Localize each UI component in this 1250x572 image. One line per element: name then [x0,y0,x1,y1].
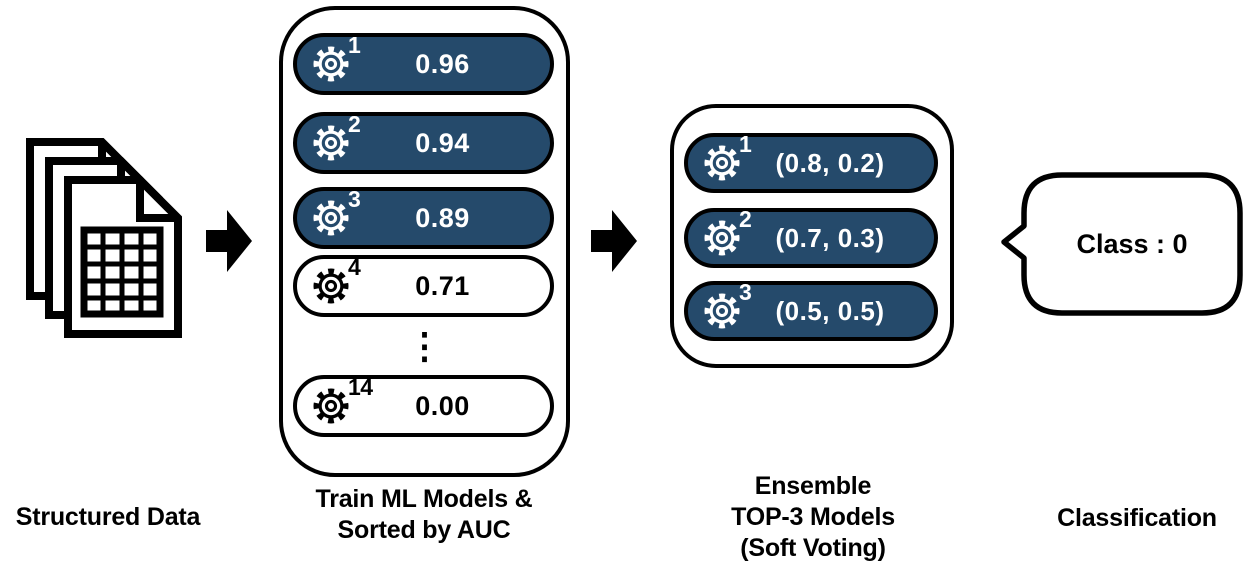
auc-value: 0.94 [415,127,470,158]
model-pill-rank3: 3 0.89 [293,187,554,249]
model-rank: 2 [739,206,752,232]
caption-line: (Soft Voting) [740,534,886,562]
model-pill-rank4: 4 0.71 [293,255,554,317]
ensemble-pill-rank2: 2 (0.7, 0.3) [684,208,938,268]
model-rank: 14 [348,374,373,400]
gear-icon: 3 [311,188,361,238]
auc-value: 0.89 [415,202,470,233]
more-models-ellipsis: ⋮ [406,325,443,366]
probability-value: (0.5, 0.5) [775,295,885,326]
train-models-panel: 1 0.96 2 0.94 3 0.89 4 0.71 ⋮ [279,6,570,477]
model-rank: 2 [348,111,361,137]
caption-line: Train ML Models & [315,485,533,513]
auc-value: 0.71 [415,270,470,301]
gear-icon: 2 [311,113,361,163]
model-pill-rank1: 1 0.96 [293,33,554,95]
caption-ensemble: Ensemble TOP-3 Models (Soft Voting) [680,471,946,564]
gear-icon: 14 [311,376,373,426]
caption-line: Sorted by AUC [337,516,511,544]
auc-value: 0.96 [415,48,470,79]
model-pill-rank2: 2 0.94 [293,112,554,174]
model-pill-rank14: 14 0.00 [293,375,554,437]
gear-icon: 1 [311,34,361,84]
documents-stack-icon [26,138,182,338]
probability-value: (0.8, 0.2) [775,147,885,178]
flow-arrow-icon [591,210,637,272]
caption-classification: Classification [1057,504,1217,532]
caption-line: TOP-3 Models [731,503,895,531]
gear-icon: 1 [702,133,752,183]
gear-icon: 3 [702,281,752,331]
flow-arrow-icon [206,210,252,272]
model-rank: 1 [739,131,752,157]
model-rank: 3 [348,186,361,212]
caption-structured-data: Structured Data [15,503,201,531]
model-rank: 4 [348,254,361,280]
caption-line: Ensemble [754,472,872,500]
ensemble-pill-rank1: 1 (0.8, 0.2) [684,133,938,193]
ensemble-pill-rank3: 3 (0.5, 0.5) [684,281,938,341]
classification-bubble: Class : 0 [1000,171,1244,317]
auc-value: 0.00 [415,390,470,421]
ensemble-panel: 1 (0.8, 0.2) 2 (0.7, 0.3) 3 (0.5, 0.5) [670,104,954,368]
gear-icon: 2 [702,208,752,258]
model-rank: 3 [739,279,752,305]
speech-bubble-outline [1001,172,1243,316]
caption-train-models: Train ML Models & Sorted by AUC [288,484,560,546]
table-grid-icon [80,226,164,318]
probability-value: (0.7, 0.3) [775,222,885,253]
model-rank: 1 [348,32,361,58]
gear-icon: 4 [311,256,361,306]
class-result: Class : 0 [1076,228,1188,259]
